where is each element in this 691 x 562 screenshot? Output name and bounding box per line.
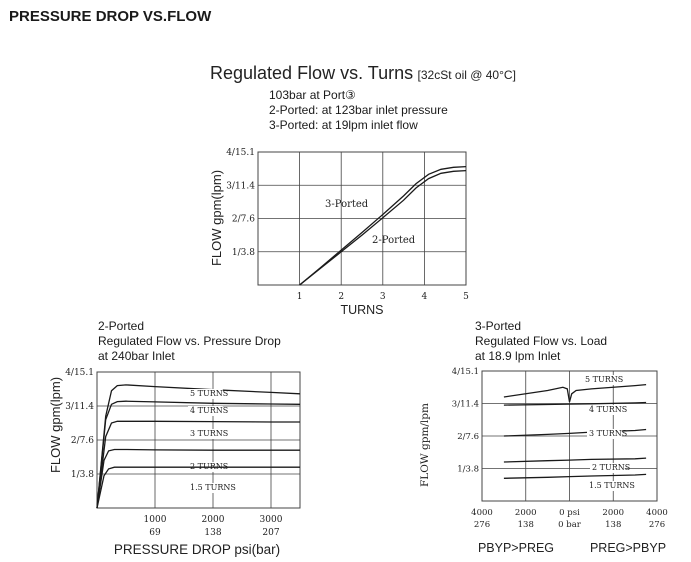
pressure-ytick-label: 2/7.6 (71, 436, 94, 446)
load-series-label: 1.5 TURNS (589, 481, 635, 490)
load-chart-header: 3-Ported Regulated Flow vs. Load at 18.9… (475, 319, 607, 364)
turns-ytick-label: 3/11.4 (226, 181, 255, 191)
pressure-xtick-label: 2000 (202, 515, 225, 525)
pressure-header-2: Regulated Flow vs. Pressure Drop (98, 334, 281, 348)
pressure-xtick-sublabel: 69 (149, 528, 161, 538)
turns-series-line (299, 165, 467, 286)
load-series-label: 3 TURNS (589, 429, 627, 438)
pressure-ytick-label: 3/11.4 (65, 402, 94, 412)
turns-note-3: 3-Ported: at 19lpm inlet flow (269, 118, 418, 132)
pressure-series-line (96, 400, 301, 509)
turns-note-2: 2-Ported: at 123bar inlet pressure (269, 103, 448, 117)
load-xtick-label: 4000 (471, 508, 493, 518)
load-header-1: 3-Ported (475, 319, 522, 333)
load-xtick-sublabel: 138 (518, 520, 534, 530)
load-xtick-label: 2000 (602, 508, 624, 518)
load-ytick-label: 3/11.4 (452, 400, 479, 410)
turns-xtick-label: 2 (338, 292, 344, 302)
turns-chart-title-row: Regulated Flow vs. Turns [32cSt oil @ 40… (210, 63, 516, 84)
load-series-line (503, 428, 647, 437)
pressure-series-label-bg (188, 429, 223, 439)
load-series-label-bg (587, 405, 622, 415)
load-series-line (503, 473, 647, 479)
pressure-xtick-label: 3000 (260, 515, 283, 525)
load-series-label-bg (590, 463, 625, 473)
turns-series-line (299, 169, 467, 286)
pressure-chart-header: 2-Ported Regulated Flow vs. Pressure Dro… (98, 319, 281, 364)
turns-xlabel: TURNS (340, 303, 383, 317)
pressure-series-label-bg (188, 389, 223, 399)
load-header-2: Regulated Flow vs. Load (475, 334, 608, 348)
pressure-series-label-bg (188, 483, 232, 493)
load-ytick-label: 4/15.1 (452, 367, 479, 377)
turns-chart-title: Regulated Flow vs. Turns (210, 63, 414, 83)
load-series-line (503, 457, 647, 463)
load-ylabel: FLOW gpm/lpm (419, 403, 431, 487)
turns-series-label: 2-Ported (372, 235, 416, 246)
turns-note-1: 103bar at Port③ (269, 88, 356, 102)
pressure-series-label: 4 TURNS (190, 406, 228, 415)
pressure-ytick-label: 1/3.8 (71, 470, 94, 480)
load-xtick-sublabel: 138 (605, 520, 621, 530)
turns-ytick-label: 1/3.8 (232, 248, 255, 258)
page-title: PRESSURE DROP VS.FLOW (9, 8, 212, 25)
turns-chart-condition: [32cSt oil @ 40°C] (417, 68, 516, 82)
load-series-label-bg (587, 481, 631, 491)
turns-series-label: 3-Ported (325, 199, 369, 210)
turns-ytick-label: 4/15.1 (226, 148, 255, 158)
pressure-series-line (96, 448, 300, 509)
load-ytick-label: 1/3.8 (457, 465, 479, 475)
turns-ylabel: FLOW gpm(lpm) (209, 170, 224, 266)
pressure-xtick-sublabel: 138 (204, 528, 221, 538)
load-xtick-label: 4000 (646, 508, 668, 518)
turns-xtick-label: 1 (297, 292, 303, 302)
pressure-header-3: at 240bar Inlet (98, 349, 175, 363)
load-series-label: 4 TURNS (589, 405, 627, 414)
pressure-series-label: 5 TURNS (190, 389, 228, 398)
pressure-series-label: 2 TURNS (190, 462, 228, 471)
load-xlabel-right: PREG>PBYP (590, 541, 666, 555)
pressure-series-line (96, 466, 300, 509)
load-xtick-sublabel: 276 (649, 520, 665, 530)
turns-chart-notes: 103bar at Port③ 2-Ported: at 123bar inle… (269, 88, 448, 133)
turns-xtick-label: 4 (422, 292, 428, 302)
turns-xtick-label: 3 (380, 292, 386, 302)
pressure-series-label-bg (188, 406, 223, 416)
load-ytick-label: 2/7.6 (457, 432, 479, 442)
load-series-label-bg (583, 375, 618, 385)
load-xtick-label: 0 psi (559, 508, 580, 518)
load-xtick-label: 2000 (515, 508, 537, 518)
pressure-series-line (96, 420, 300, 509)
load-series-label-bg (587, 429, 622, 439)
pressure-xtick-sublabel: 207 (262, 528, 279, 538)
pressure-ylabel: FLOW gpm(lpm) (48, 377, 63, 473)
load-header-3: at 18.9 lpm Inlet (475, 349, 561, 363)
load-series-label: 5 TURNS (585, 375, 623, 384)
pressure-xlabel: PRESSURE DROP psi(bar) (114, 542, 280, 557)
load-xtick-sublabel: 276 (474, 520, 490, 530)
pressure-xtick-label: 1000 (144, 515, 167, 525)
pressure-series-label: 1.5 TURNS (190, 483, 236, 492)
load-xtick-sublabel: 0 bar (558, 520, 582, 530)
pressure-ytick-label: 4/15.1 (65, 368, 94, 378)
turns-ytick-label: 2/7.6 (232, 215, 255, 225)
load-xlabel-left: PBYP>PREG (478, 541, 554, 555)
load-series-line (503, 383, 647, 403)
turns-xtick-label: 5 (463, 292, 469, 302)
pressure-series-label: 3 TURNS (190, 429, 228, 438)
pressure-series-line (96, 384, 301, 509)
pressure-header-1: 2-Ported (98, 319, 145, 333)
load-series-line (503, 401, 647, 406)
load-series-label: 2 TURNS (592, 463, 630, 472)
